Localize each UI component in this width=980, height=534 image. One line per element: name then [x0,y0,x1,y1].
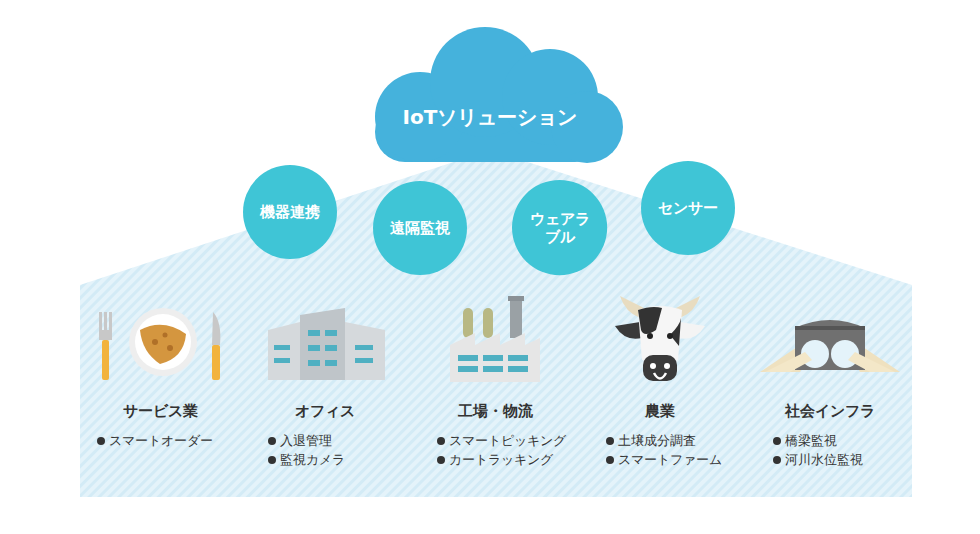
cow-icon [615,296,705,381]
service-icon [99,308,220,380]
node-text: ウェアラブル [527,210,593,246]
node-text: IoTソリューション [403,105,578,129]
factory-icon [450,296,540,382]
bridge-icon [760,320,900,372]
feature-circle: ウェアラブル [512,180,607,275]
bullet-dot [268,437,276,445]
category-heading: 農業 [645,402,675,421]
category-heading: サービス業 [123,402,198,421]
bullet-dot [97,437,105,445]
bullet-dot [268,456,276,464]
bullet-dot [437,456,445,464]
node-text: 機器連携 [260,203,320,221]
bullet-item: スマートオーダー [109,432,213,450]
feature-circle: 機器連携 [243,165,337,259]
cloud-shape: IoTソリューション [345,22,635,167]
bullet-dot [773,456,781,464]
node-text: センサー [658,199,718,217]
house-band [80,150,912,497]
node-text: 遠隔監視 [390,219,450,237]
cloud-outline [345,22,635,167]
bullet-dot [773,437,781,445]
bullet-item: 入退管理 [280,432,332,450]
office-icon [268,308,385,380]
bullet-dot [606,437,614,445]
bullet-dot [606,456,614,464]
bullet-item: カートラッキング [449,451,553,469]
bullet-dot [437,437,445,445]
bullet-item: スマートファーム [618,451,722,469]
feature-circle: 遠隔監視 [373,181,467,275]
bullet-item: 土壌成分調査 [618,432,696,450]
bullet-item: 橋梁監視 [785,432,837,450]
feature-circle: センサー [641,161,735,255]
category-heading: オフィス [295,402,355,421]
bullet-item: 河川水位監視 [785,451,863,469]
category-heading: 社会インフラ [785,402,875,421]
bullet-item: スマートピッキング [449,432,566,450]
category-heading: 工場・物流 [458,402,533,421]
bullet-item: 監視カメラ [280,451,345,469]
